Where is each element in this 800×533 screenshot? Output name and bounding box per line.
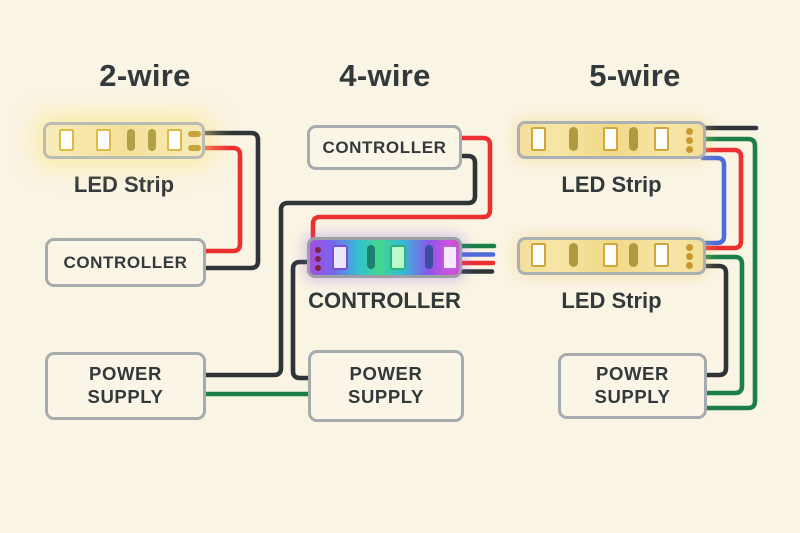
led-bar bbox=[629, 127, 638, 151]
column-title-4-wire: 4-wire bbox=[339, 58, 431, 93]
wire-black-psu1-loop bbox=[201, 153, 478, 378]
column-title-5-wire: 5-wire bbox=[589, 58, 681, 93]
controller-box-2-wire: CONTROLLER bbox=[45, 238, 206, 287]
power-supply-label: POWER SUPPLY bbox=[348, 363, 424, 407]
led-cell bbox=[654, 243, 669, 267]
led-cell bbox=[96, 129, 111, 151]
wire-blue-strip3a-to-strip3b bbox=[700, 155, 727, 246]
led-strip-caption: LED Strip bbox=[561, 288, 662, 313]
led-cell bbox=[390, 245, 406, 270]
wire-red-strip3a-to-strip3b bbox=[700, 147, 744, 251]
power-supply-box-5-wire: POWER SUPPLY bbox=[558, 353, 707, 419]
controller-box-4-wire: CONTROLLER bbox=[307, 125, 462, 170]
led-strip-5-wire-lower bbox=[517, 237, 706, 275]
connector-dot bbox=[315, 256, 321, 262]
solder-pad bbox=[188, 145, 201, 151]
column-title-2-wire: 2-wire bbox=[99, 58, 191, 93]
connector-dot bbox=[315, 247, 321, 253]
connector-dot bbox=[686, 137, 693, 144]
rgb-led-strip-4-wire bbox=[307, 237, 462, 278]
led-bar bbox=[127, 129, 135, 151]
led-cell bbox=[59, 129, 74, 151]
led-cell bbox=[442, 245, 458, 270]
power-supply-label: POWER SUPPLY bbox=[594, 363, 671, 407]
led-bar bbox=[148, 129, 156, 151]
led-strip-2-wire bbox=[43, 122, 205, 159]
wire-red-strip1-to-controller1 bbox=[200, 145, 243, 254]
wire-green-strip3a-to-psu3 bbox=[700, 136, 758, 411]
led-strip-caption: LED Strip bbox=[73, 172, 175, 197]
led-cell bbox=[603, 127, 618, 151]
wire-black-strip1-to-controller1 bbox=[200, 130, 261, 271]
led-bar bbox=[569, 127, 578, 151]
led-bar bbox=[367, 245, 375, 269]
wire-black-strip2-to-psu2 bbox=[290, 259, 315, 381]
connector-dot bbox=[686, 253, 693, 260]
solder-pad bbox=[188, 131, 201, 137]
connector-dot bbox=[686, 146, 693, 153]
led-cell bbox=[603, 243, 618, 267]
led-cell bbox=[654, 127, 669, 151]
led-strip-5-wire-upper bbox=[517, 121, 706, 159]
wire-black-strip3b-to-psu3 bbox=[700, 263, 729, 378]
controller-label: CONTROLLER bbox=[322, 137, 447, 157]
led-bar bbox=[569, 243, 578, 267]
led-strip-caption: LED Strip bbox=[561, 172, 662, 197]
power-supply-box-4-wire: POWER SUPPLY bbox=[308, 350, 464, 422]
connector-dot bbox=[315, 265, 321, 271]
connector-dot bbox=[686, 128, 693, 135]
led-bar bbox=[629, 243, 638, 267]
connector-dot bbox=[686, 262, 693, 269]
led-bar bbox=[425, 245, 433, 269]
controller-label: CONTROLLER bbox=[63, 252, 188, 272]
led-cell bbox=[332, 245, 348, 270]
connector-dot bbox=[686, 244, 693, 251]
wire-red-controller2-to-strip2 bbox=[310, 135, 493, 245]
wire-green-strip3b-to-psu3 bbox=[700, 254, 745, 396]
led-cell bbox=[531, 243, 546, 267]
power-supply-label: POWER SUPPLY bbox=[87, 363, 164, 407]
led-cell bbox=[531, 127, 546, 151]
rgb-strip-caption: CONTROLLER bbox=[308, 288, 461, 313]
led-cell bbox=[167, 129, 182, 151]
power-supply-box-2-wire: POWER SUPPLY bbox=[45, 352, 206, 420]
